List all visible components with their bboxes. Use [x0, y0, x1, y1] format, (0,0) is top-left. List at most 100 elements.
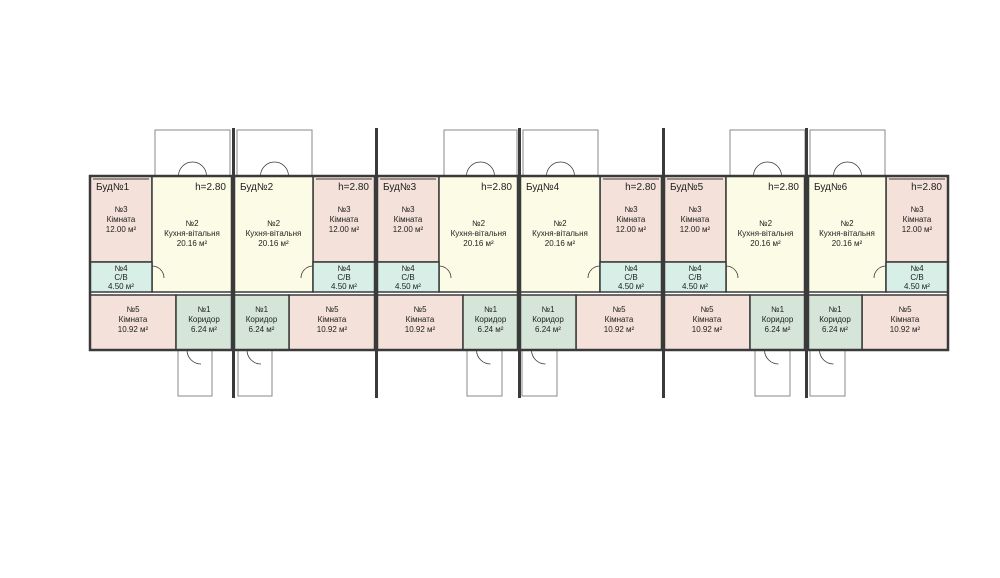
- door-swing-arc: [438, 265, 452, 279]
- room-4-number: №4: [401, 264, 415, 273]
- room-3-name: Кімната: [330, 215, 359, 224]
- terrace-outline: [154, 129, 231, 177]
- room-3-name: Кімната: [681, 215, 710, 224]
- room-3-name: Кімната: [617, 215, 646, 224]
- room-2: [438, 175, 519, 293]
- room-5-area: 10.92 м²: [118, 325, 149, 334]
- room-5-area: 10.92 м²: [604, 325, 635, 334]
- room-4: [885, 261, 949, 293]
- room-1-name: Коридор: [246, 315, 278, 324]
- room-5-number: №5: [612, 305, 626, 314]
- room-3-area: 12.00 м²: [902, 225, 933, 234]
- room-5-area: 10.92 м²: [890, 325, 921, 334]
- room-1-number: №1: [828, 305, 842, 314]
- rooms-layer: [89, 175, 949, 351]
- room-5-area: 10.92 м²: [317, 325, 348, 334]
- terrace-door-arc: [466, 161, 495, 177]
- room-3-name: Кімната: [394, 215, 423, 224]
- unit-outer-wall: [232, 174, 377, 352]
- room-5: [288, 294, 376, 351]
- room-5-name: Кімната: [406, 315, 435, 324]
- room-2-area: 20.16 м²: [545, 239, 576, 248]
- room-2-name: Кухня-вітальня: [738, 229, 794, 238]
- ceiling-height: h=2.80: [338, 182, 369, 193]
- room-2: [519, 175, 601, 293]
- room-1-area: 6.24 м²: [249, 325, 275, 334]
- room-5-name: Кімната: [119, 315, 148, 324]
- ceiling-height: h=2.80: [195, 182, 226, 193]
- room-4: [89, 261, 153, 293]
- room-1-name: Коридор: [475, 315, 507, 324]
- unit-header: Буд№4: [526, 182, 560, 193]
- terrace-outline: [809, 129, 886, 177]
- room-5: [376, 294, 464, 351]
- room-5-number: №5: [700, 305, 714, 314]
- room-3-number: №3: [910, 205, 924, 214]
- room-4-area: 4.50 м²: [395, 282, 421, 291]
- room-2-name: Кухня-вітальня: [451, 229, 507, 238]
- room-1-name: Коридор: [188, 315, 220, 324]
- unit-outer-wall: [806, 174, 950, 352]
- room-3-name: Кімната: [107, 215, 136, 224]
- room-4-name: С/В: [624, 273, 637, 282]
- room-3-area: 12.00 м²: [329, 225, 360, 234]
- room-1: [175, 294, 233, 351]
- entrance-door-arc: [186, 349, 202, 365]
- unit-header: Буд№1: [96, 182, 130, 193]
- room-2-name: Кухня-вітальня: [532, 229, 588, 238]
- entrance-door-arc: [246, 349, 262, 365]
- room-2-area: 20.16 м²: [177, 239, 208, 248]
- room-4-area: 4.50 м²: [904, 282, 930, 291]
- terrace-door-arc: [546, 161, 575, 177]
- unit-outer-wall: [88, 174, 234, 352]
- room-3-name: Кімната: [903, 215, 932, 224]
- room-1-area: 6.24 м²: [822, 325, 848, 334]
- room-1-number: №1: [771, 305, 785, 314]
- room-1-name: Коридор: [762, 315, 794, 324]
- room-4-number: №4: [688, 264, 702, 273]
- porch-outline: [521, 349, 558, 397]
- door-swing-arc: [873, 265, 887, 279]
- room-3-area: 12.00 м²: [616, 225, 647, 234]
- ceiling-height: h=2.80: [911, 182, 942, 193]
- room-4-name: С/В: [114, 273, 127, 282]
- porch-outline: [177, 349, 213, 397]
- terrace-outline: [443, 129, 518, 177]
- entrance-door-arc: [819, 349, 834, 365]
- room-2-number: №2: [185, 219, 199, 228]
- room-5-name: Кімната: [693, 315, 722, 324]
- unit-header: Буд№2: [240, 182, 274, 193]
- room-2: [151, 175, 233, 293]
- room-5-area: 10.92 м²: [692, 325, 723, 334]
- room-5: [575, 294, 663, 351]
- room-5-number: №5: [325, 305, 339, 314]
- room-1-area: 6.24 м²: [191, 325, 217, 334]
- room-4-number: №4: [910, 264, 924, 273]
- entrance-door-arc: [476, 349, 491, 365]
- room-3-number: №3: [114, 205, 128, 214]
- room-4-area: 4.50 м²: [618, 282, 644, 291]
- room-4-area: 4.50 м²: [682, 282, 708, 291]
- room-2-name: Кухня-вітальня: [164, 229, 220, 238]
- room-5-name: Кімната: [891, 315, 920, 324]
- room-1: [519, 294, 577, 351]
- room-3-number: №3: [401, 205, 415, 214]
- room-5-number: №5: [898, 305, 912, 314]
- entrance-door-arc: [764, 349, 779, 365]
- room-2-name: Кухня-вітальня: [819, 229, 875, 238]
- room-4: [599, 261, 663, 293]
- room-4: [663, 261, 727, 293]
- room-2-number: №2: [553, 219, 567, 228]
- room-2-area: 20.16 м²: [750, 239, 781, 248]
- room-2-area: 20.16 м²: [258, 239, 289, 248]
- room-2-area: 20.16 м²: [463, 239, 494, 248]
- room-1-number: №1: [541, 305, 555, 314]
- terrace-outline: [729, 129, 806, 177]
- room-4-name: С/В: [337, 273, 350, 282]
- ceiling-height: h=2.80: [768, 182, 799, 193]
- porch-outline: [237, 349, 273, 397]
- room-2-number: №2: [840, 219, 854, 228]
- room-1-number: №1: [484, 305, 498, 314]
- room-2-number: №2: [759, 219, 773, 228]
